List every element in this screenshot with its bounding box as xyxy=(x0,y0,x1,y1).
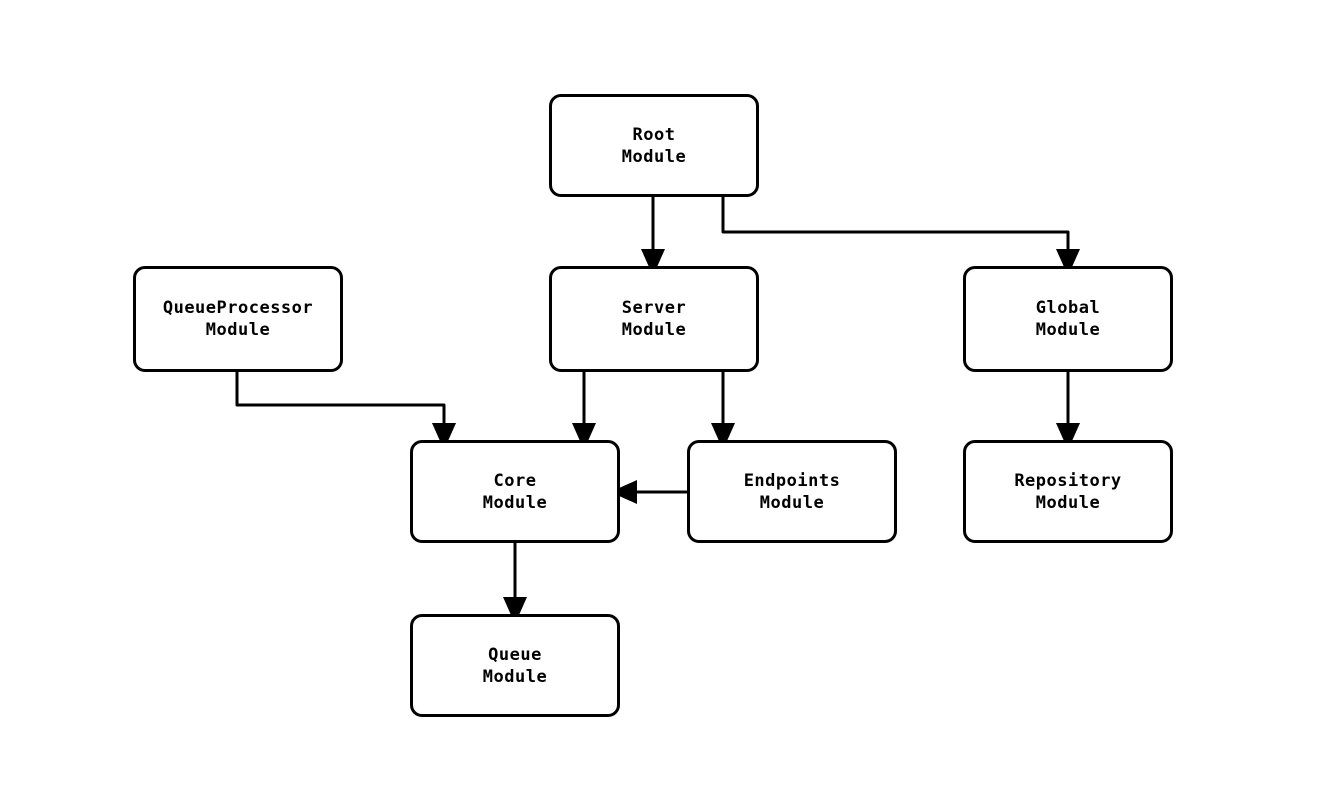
node-label-name: Global xyxy=(1035,298,1101,318)
node-label-name: Core xyxy=(493,470,537,491)
node-label-suffix: Module xyxy=(482,666,548,687)
node-label-name: Endpoints xyxy=(743,470,841,491)
node-label-name: Root xyxy=(632,124,676,145)
node-label-suffix: Module xyxy=(621,146,687,167)
node-label-suffix: Module xyxy=(482,492,548,513)
node-label-suffix: Module xyxy=(205,320,271,340)
node-label-suffix: Module xyxy=(1035,320,1101,340)
node-label-name: Queue xyxy=(488,644,542,665)
node-label-suffix: Module xyxy=(759,492,825,513)
edge-queueprocessor-core xyxy=(235,372,456,450)
node-label-name: Server xyxy=(621,298,687,318)
edge-root-global xyxy=(721,197,1080,276)
node-label-name: QueueProcessor xyxy=(162,298,314,318)
node-label-name: Repository xyxy=(1014,470,1122,491)
node-label-suffix: Module xyxy=(621,320,687,340)
node-label-suffix: Module xyxy=(1035,492,1101,513)
